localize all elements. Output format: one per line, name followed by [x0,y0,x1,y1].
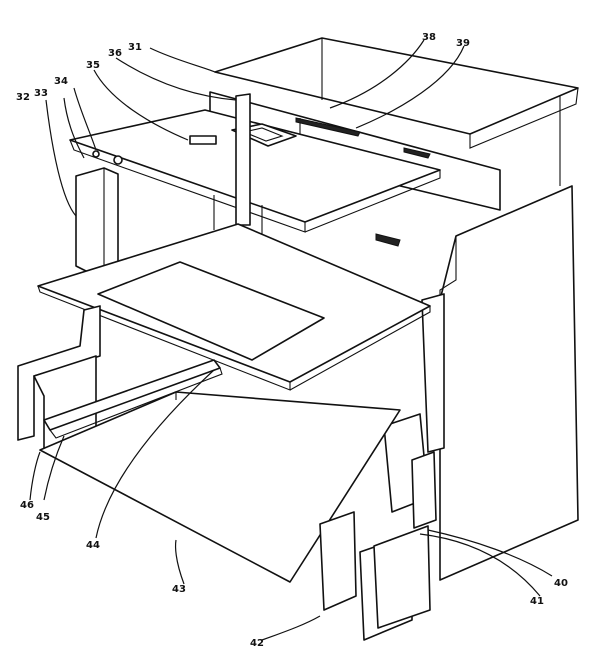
base-panel [39,391,401,583]
front-lower-panels [319,451,437,641]
label-33: 33 [34,88,48,99]
label-40: 40 [554,578,568,589]
top-shelf-panel [69,109,441,233]
label-43: 43 [172,584,186,595]
label-39: 39 [456,38,470,49]
label-34: 34 [54,76,68,87]
leader-lines [29,39,553,641]
label-35: 35 [86,60,100,71]
center-post [213,93,401,247]
label-38: 38 [422,32,436,43]
label-31: 31 [128,42,142,53]
label-42: 42 [250,638,264,649]
label-44: 44 [86,540,100,551]
label-32: 32 [16,92,30,103]
drawer-slide [43,359,223,439]
label-36: 36 [108,48,122,59]
label-41: 41 [530,596,544,607]
pull-out-shelf [37,223,431,391]
label-45: 45 [36,512,50,523]
back-top-panel [214,37,579,149]
label-46: 46 [20,500,34,511]
left-lower-panels [17,305,101,451]
left-post [75,167,119,275]
